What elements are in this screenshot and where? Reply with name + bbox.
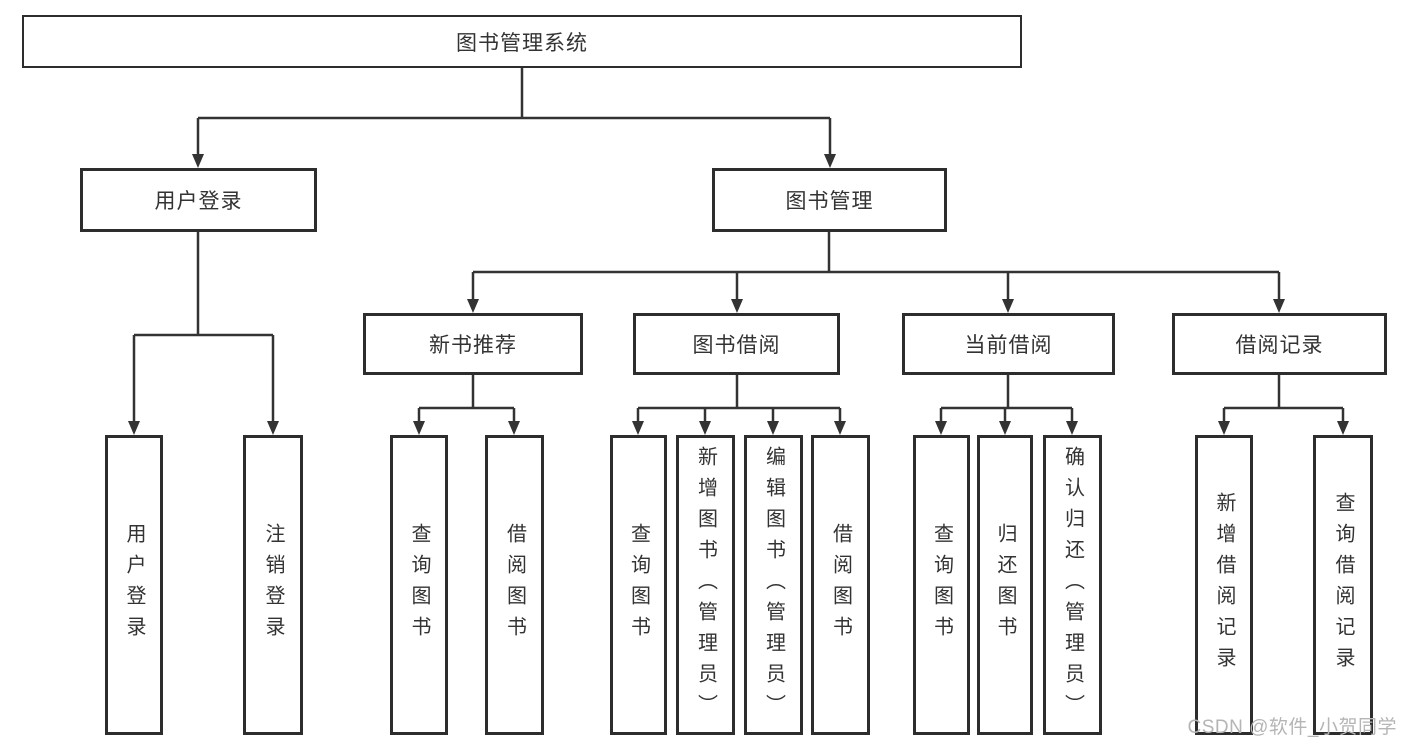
node-label: 新增借阅记录 (1213, 492, 1235, 678)
leaf-user-login: 用户登录 (105, 435, 163, 735)
node-label: 当前借阅 (964, 334, 1053, 357)
node-label: 借阅图书 (503, 523, 526, 647)
node-label: 借阅记录 (1235, 334, 1324, 357)
node-label: 注销登录 (262, 523, 284, 647)
node-label: 借阅图书 (829, 523, 852, 647)
node-label: 查询借阅记录 (1332, 492, 1354, 678)
leaf-edit-book-admin: 编辑图书（管理员） (744, 435, 803, 735)
node-label: 归还图书 (994, 523, 1016, 647)
node-label: 查询图书 (930, 523, 953, 647)
leaf-borrow-books-recommend: 借阅图书 (485, 435, 544, 735)
node-label: 用户登录 (154, 190, 243, 213)
node-user-login: 用户登录 (80, 168, 317, 232)
node-label: 编辑图书（管理员） (762, 445, 785, 725)
node-label: 确认归还（管理员） (1061, 445, 1084, 725)
node-library-management-system: 图书管理系统 (22, 15, 1022, 68)
node-label: 用户登录 (123, 523, 145, 647)
node-current-borrowing: 当前借阅 (902, 313, 1115, 375)
node-label: 查询图书 (627, 523, 650, 647)
leaf-confirm-return-admin: 确认归还（管理员） (1043, 435, 1102, 735)
node-book-borrowing: 图书借阅 (633, 313, 840, 375)
leaf-query-books-current: 查询图书 (913, 435, 970, 735)
leaf-query-books-recommend: 查询图书 (390, 435, 448, 735)
node-label: 图书管理系统 (456, 31, 588, 55)
leaf-borrow-books: 借阅图书 (811, 435, 870, 735)
node-label: 图书借阅 (692, 334, 781, 357)
leaf-add-book-admin: 新增图书（管理员） (676, 435, 735, 735)
node-label: 新增图书（管理员） (694, 445, 717, 725)
node-new-book-recommend: 新书推荐 (363, 313, 583, 375)
csdn-watermark: CSDN @软件_小贺同学 (1187, 717, 1397, 738)
leaf-add-borrow-record: 新增借阅记录 (1195, 435, 1253, 735)
node-borrow-records: 借阅记录 (1172, 313, 1387, 375)
leaf-query-books-borrowing: 查询图书 (610, 435, 667, 735)
node-book-management: 图书管理 (712, 168, 947, 232)
leaf-logout: 注销登录 (243, 435, 303, 735)
node-label: 图书管理 (785, 190, 874, 213)
leaf-return-books: 归还图书 (977, 435, 1033, 735)
leaf-query-borrow-record: 查询借阅记录 (1313, 435, 1373, 735)
node-label: 新书推荐 (429, 334, 517, 357)
node-label: 查询图书 (408, 523, 430, 647)
